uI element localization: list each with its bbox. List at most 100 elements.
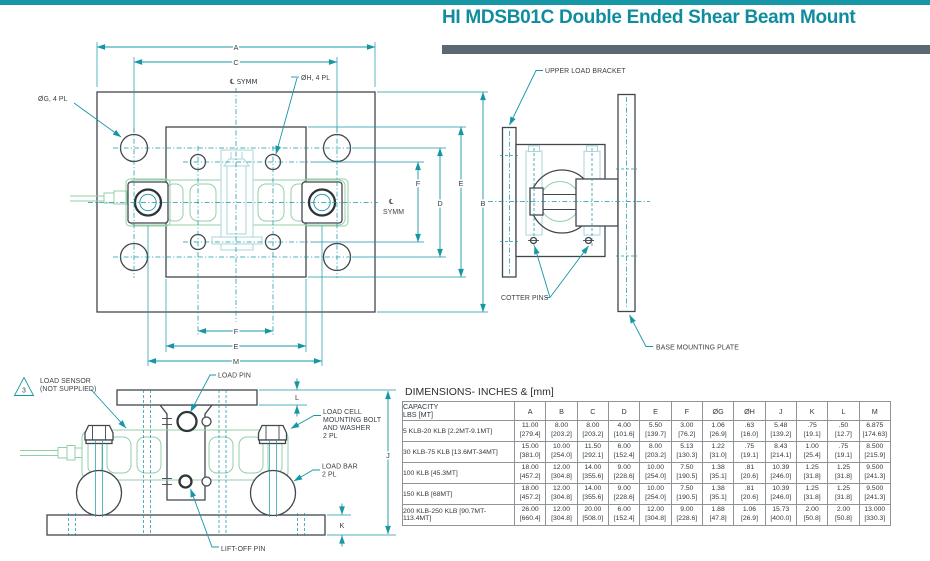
dimension-cell: 10.39[246.0] bbox=[764, 483, 797, 505]
capacity-cell: 30 KLB-75 KLB [13.6MT-34MT] bbox=[402, 441, 515, 463]
dimension-cell: 12.00[304.8] bbox=[545, 483, 578, 505]
dim-f-bottom-label: F bbox=[234, 327, 239, 336]
dimension-cell: 1.25[31.8] bbox=[795, 483, 829, 505]
base-mounting-plate-label: BASE MOUNTING PLATE bbox=[656, 345, 739, 352]
dimension-cell: .50[12.7] bbox=[827, 420, 860, 442]
dimension-cell: 5.48[139.2] bbox=[764, 420, 797, 442]
dimension-cell: 14.00[355.6] bbox=[576, 462, 609, 484]
dim-k-label: K bbox=[340, 521, 345, 530]
dimension-cell: 7.50[190.5] bbox=[670, 462, 703, 484]
dimension-cell: .81[20.6] bbox=[733, 462, 766, 484]
dimension-cell: 12.00[304.8] bbox=[545, 504, 578, 526]
centerlines-side bbox=[488, 97, 650, 309]
dimension-cell: 6.00[152.4] bbox=[607, 504, 641, 526]
dimension-cell: 2.00[50.8] bbox=[827, 504, 860, 526]
front-view-drawing: L J K 3 LOAD SENSOR (NOT SUPPLIED) LOAD … bbox=[13, 373, 396, 553]
column-header: ØH bbox=[733, 401, 766, 421]
title-underline-bar bbox=[442, 45, 930, 54]
dimension-cell: 10.00[254.0] bbox=[639, 483, 672, 505]
dimension-cell: 1.25[31.8] bbox=[827, 462, 860, 484]
table-row: 5 KLB-20 KLB [2.2MT-9.1MT]11.00[279.4]8.… bbox=[402, 420, 891, 442]
hole-h-note: ØH, 4 PL bbox=[301, 75, 330, 82]
table-row: 200 KLB-250 KLB [90.7MT-113.4MT]26.00[66… bbox=[402, 504, 891, 526]
column-header: A bbox=[513, 401, 547, 421]
dimension-cell: 9.500[241.3] bbox=[858, 483, 891, 505]
dimension-cell: 6.875[174.63] bbox=[858, 420, 891, 442]
load-bar-label-line1: LOAD BAR bbox=[322, 464, 358, 471]
dim-m-label: M bbox=[233, 357, 239, 366]
dimension-cell: 12.00[304.8] bbox=[639, 504, 672, 526]
dimension-cell: 1.06[26.9] bbox=[733, 504, 766, 526]
load-bar-left bbox=[75, 469, 123, 517]
load-cell-mounting-bolt-left-plan bbox=[127, 181, 169, 224]
dimension-cell: 14.00[355.6] bbox=[576, 483, 609, 505]
dimension-cell: 8.00[203.2] bbox=[576, 420, 609, 442]
column-header: D bbox=[607, 401, 641, 421]
column-header: K bbox=[795, 401, 829, 421]
dimension-cell: 1.22[31.0] bbox=[701, 441, 735, 463]
dimension-cell: 8.00[203.2] bbox=[639, 441, 672, 463]
dimension-cell: .81[20.6] bbox=[733, 483, 766, 505]
capacity-cell: 150 KLB [68MT] bbox=[402, 483, 515, 505]
dimension-cell: 18.00[457.2] bbox=[513, 462, 547, 484]
dim-j-label: J bbox=[386, 451, 390, 460]
dimension-cell: .75[19.1] bbox=[795, 420, 829, 442]
capacity-column-header: CAPACITY LBS [MT] bbox=[402, 401, 515, 421]
dimension-cell: .75[19.1] bbox=[733, 441, 766, 463]
revision-flag: 3 bbox=[13, 376, 35, 396]
dimension-cell: 4.00[101.6] bbox=[607, 420, 641, 442]
side-view-drawing: UPPER LOAD BRACKET COTTER PINS BASE MOUN… bbox=[488, 68, 739, 352]
load-cell-bolt-label-line2: MOUNTING BOLT bbox=[323, 417, 382, 424]
capacity-cell: 200 KLB-250 KLB [90.7MT-113.4MT] bbox=[402, 504, 515, 526]
dimension-cell: 26.00[660.4] bbox=[513, 504, 547, 526]
capacity-header-line1: CAPACITY bbox=[403, 401, 439, 411]
dimension-cell: 2.00[50.8] bbox=[795, 504, 829, 526]
dimension-cell: 8.00[203.2] bbox=[545, 420, 578, 442]
dimension-cell: 15.73[400.0] bbox=[764, 504, 797, 526]
capacity-cell: 5 KLB-20 KLB [2.2MT-9.1MT] bbox=[402, 420, 515, 442]
dimension-cell: 9.00[228.6] bbox=[670, 504, 703, 526]
revision-flag-number: 3 bbox=[22, 388, 26, 395]
dimension-cell: 9.00[228.6] bbox=[607, 483, 641, 505]
table-body: 5 KLB-20 KLB [2.2MT-9.1MT]11.00[279.4]8.… bbox=[402, 420, 891, 526]
column-header: L bbox=[827, 401, 860, 421]
column-header: ØG bbox=[701, 401, 735, 421]
hole-h-circles bbox=[189, 153, 282, 251]
dimension-cell: 11.00[279.4] bbox=[513, 420, 547, 442]
dimension-cell: 15.00[381.0] bbox=[513, 441, 547, 463]
dimension-cell: 6.00[152.4] bbox=[607, 441, 641, 463]
plan-view-drawing: A C F D E B F E M ØG, 4 PL ØH, 4 PL ℄ SY… bbox=[38, 41, 488, 367]
mounting-bolt-left-front bbox=[84, 424, 114, 445]
table-row: 30 KLB-75 KLB [13.6MT-34MT]15.00[381.0] 1… bbox=[402, 441, 891, 463]
dimension-cell: 1.25[31.8] bbox=[795, 462, 829, 484]
centerlines-front bbox=[68, 390, 305, 537]
load-cell-bolt-label-line1: LOAD CELL bbox=[323, 409, 362, 416]
load-bar-right bbox=[249, 469, 297, 517]
capacity-cell: 100 KLB [45.3MT] bbox=[402, 462, 515, 484]
load-cell-cable-plan bbox=[70, 190, 128, 205]
dim-e-right-label: E bbox=[459, 179, 464, 188]
dim-d-label: D bbox=[437, 199, 442, 208]
dimension-cell: .75[19.1] bbox=[827, 441, 860, 463]
column-header: F bbox=[670, 401, 703, 421]
dimension-cell: 13.000[330.3] bbox=[858, 504, 891, 526]
dimension-lines-plan bbox=[96, 44, 486, 364]
dim-e-bottom-label: E bbox=[234, 342, 239, 351]
dim-a-label: A bbox=[234, 43, 239, 52]
cotter-pins-label: COTTER PINS bbox=[501, 295, 549, 302]
dim-b-label: B bbox=[481, 199, 486, 208]
dimension-cell: 3.00[76.2] bbox=[670, 420, 703, 442]
dim-l-label: L bbox=[295, 393, 299, 402]
dimension-cell: 1.38[35.1] bbox=[701, 483, 735, 505]
load-pin-front bbox=[162, 410, 212, 433]
column-header: M bbox=[858, 401, 891, 421]
upper-load-bracket-label: UPPER LOAD BRACKET bbox=[545, 68, 626, 75]
dimension-cell: 5.13[130.3] bbox=[670, 441, 703, 463]
centerline-symbol-right: ℄ bbox=[389, 198, 394, 206]
dimension-cell: 10.00[254.0] bbox=[639, 462, 672, 484]
dimension-cell: .63[16.0] bbox=[733, 420, 766, 442]
column-header: B bbox=[545, 401, 578, 421]
dimension-cell: 1.00[25.4] bbox=[795, 441, 829, 463]
dimension-cell: 8.500[215.9] bbox=[858, 441, 891, 463]
load-cell-cable-front bbox=[20, 445, 83, 461]
